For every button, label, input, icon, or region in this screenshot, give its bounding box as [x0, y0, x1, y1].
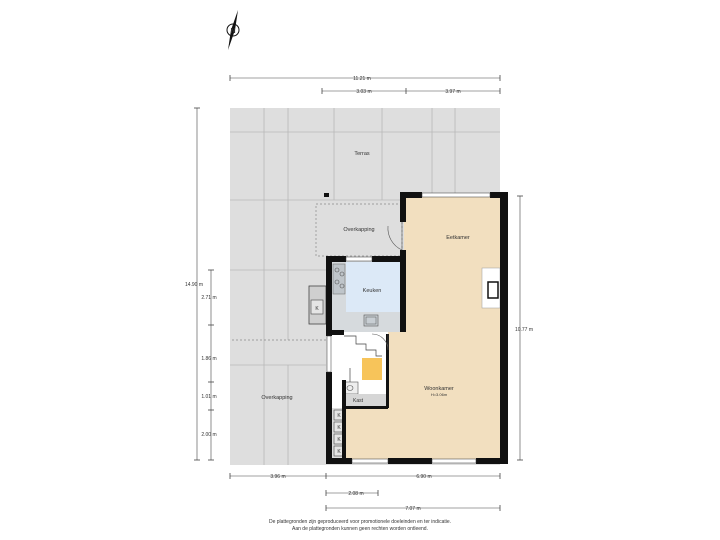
dim-height-200: 2.00 m — [201, 432, 216, 438]
kitchen-stove — [332, 263, 346, 295]
room-label-terras: Terras — [354, 151, 370, 157]
dim-total-height-left: 14.90 m — [185, 282, 203, 288]
kitchen-counter — [346, 262, 402, 312]
dim-width-bottom-right: 6.90 m — [416, 474, 431, 480]
kast-floor — [344, 394, 388, 408]
room-label-eetkamer: Eetkamer — [446, 235, 470, 241]
fireplace — [481, 267, 501, 309]
room-label-k1: K — [337, 413, 341, 419]
dim-width-bottom-small: 2.08 m — [348, 491, 363, 497]
dim-width-bottom-total: 7.07 m — [405, 506, 420, 512]
dim-height-101: 1.01 m — [201, 394, 216, 400]
room-label-kast: Kast — [353, 398, 364, 404]
dim-height-right: 10.77 m — [515, 327, 533, 333]
dim-width-top-right: 3.97 m — [445, 89, 460, 95]
living-dining-floor — [344, 196, 500, 460]
room-label-k3: K — [337, 437, 341, 443]
dim-width-bottom-left: 3.96 m — [270, 474, 285, 480]
compass-label: N — [230, 28, 235, 35]
outdoor-storage — [308, 285, 327, 325]
room-label-woonkamer: Woonkamer — [424, 386, 454, 392]
room-label-k4: K — [337, 449, 341, 455]
room-label-overkapping-bottom: Overkapping — [261, 395, 292, 401]
disclaimer-line-1: De plattegronden zijn geproduceerd voor … — [268, 519, 452, 525]
stairs — [344, 335, 382, 382]
dim-height-271: 2.71 m — [201, 295, 216, 301]
room-label-k-outside: K — [315, 306, 319, 312]
room-label-keuken: Keuken — [363, 288, 382, 294]
room-label-k2: K — [337, 425, 341, 431]
dim-total-width-top: 11.21 m — [353, 76, 371, 82]
room-label-overkapping-top: Overkapping — [343, 227, 374, 233]
terrace-post — [324, 193, 329, 197]
north-compass-icon: N — [226, 10, 240, 50]
windows — [326, 192, 491, 464]
toilet — [343, 381, 359, 395]
doors — [371, 222, 403, 351]
disclaimer-line-2: Aan de plattegronden kunnen geen rechten… — [292, 526, 428, 532]
dim-height-186: 1.86 m — [201, 356, 216, 362]
terrace-tile-grid — [230, 108, 500, 465]
walls — [326, 192, 508, 464]
kitchen-sink — [363, 314, 379, 327]
dimension-lines — [194, 75, 523, 511]
room-height-woonkamer: H=3.06m — [431, 392, 448, 397]
dim-width-top-mid: 3.03 m — [356, 89, 371, 95]
